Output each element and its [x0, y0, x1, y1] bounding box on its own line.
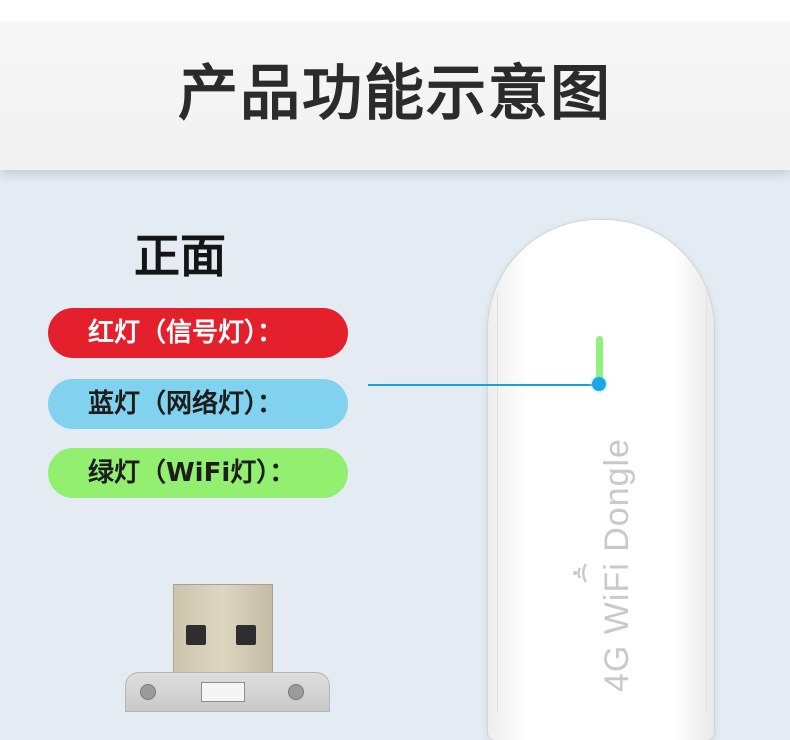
page-title: 产品功能示意图 — [178, 59, 612, 129]
green-indicator-text: 绿灯（WiFi灯）： — [88, 458, 296, 488]
blue-led-dot — [592, 377, 606, 391]
blue-indicator-label: 蓝灯（网络灯）： — [48, 379, 348, 429]
red-indicator-text: 红灯（信号灯）： — [88, 318, 284, 348]
green-indicator-label: 绿灯（WiFi灯）： — [48, 448, 348, 498]
leader-line — [368, 384, 595, 386]
dongle-label: 4G WiFi Dongle — [598, 438, 636, 692]
screw-right — [288, 684, 304, 700]
usb-plug — [173, 584, 273, 674]
dongle-edge — [497, 292, 707, 712]
header-band — [0, 22, 790, 170]
wifi-icon — [573, 563, 588, 583]
top-strip — [0, 0, 790, 22]
section-title-front: 正面 — [134, 229, 226, 283]
red-indicator-label: 红灯（信号灯）： — [48, 308, 348, 358]
screw-left — [140, 684, 156, 700]
dongle-body — [488, 220, 714, 740]
usb-tab — [201, 682, 245, 702]
usb-contact-left — [186, 625, 206, 645]
usb-contact-right — [236, 625, 256, 645]
green-led-bar — [596, 336, 603, 384]
blue-indicator-text: 蓝灯（网络灯）： — [88, 389, 284, 419]
